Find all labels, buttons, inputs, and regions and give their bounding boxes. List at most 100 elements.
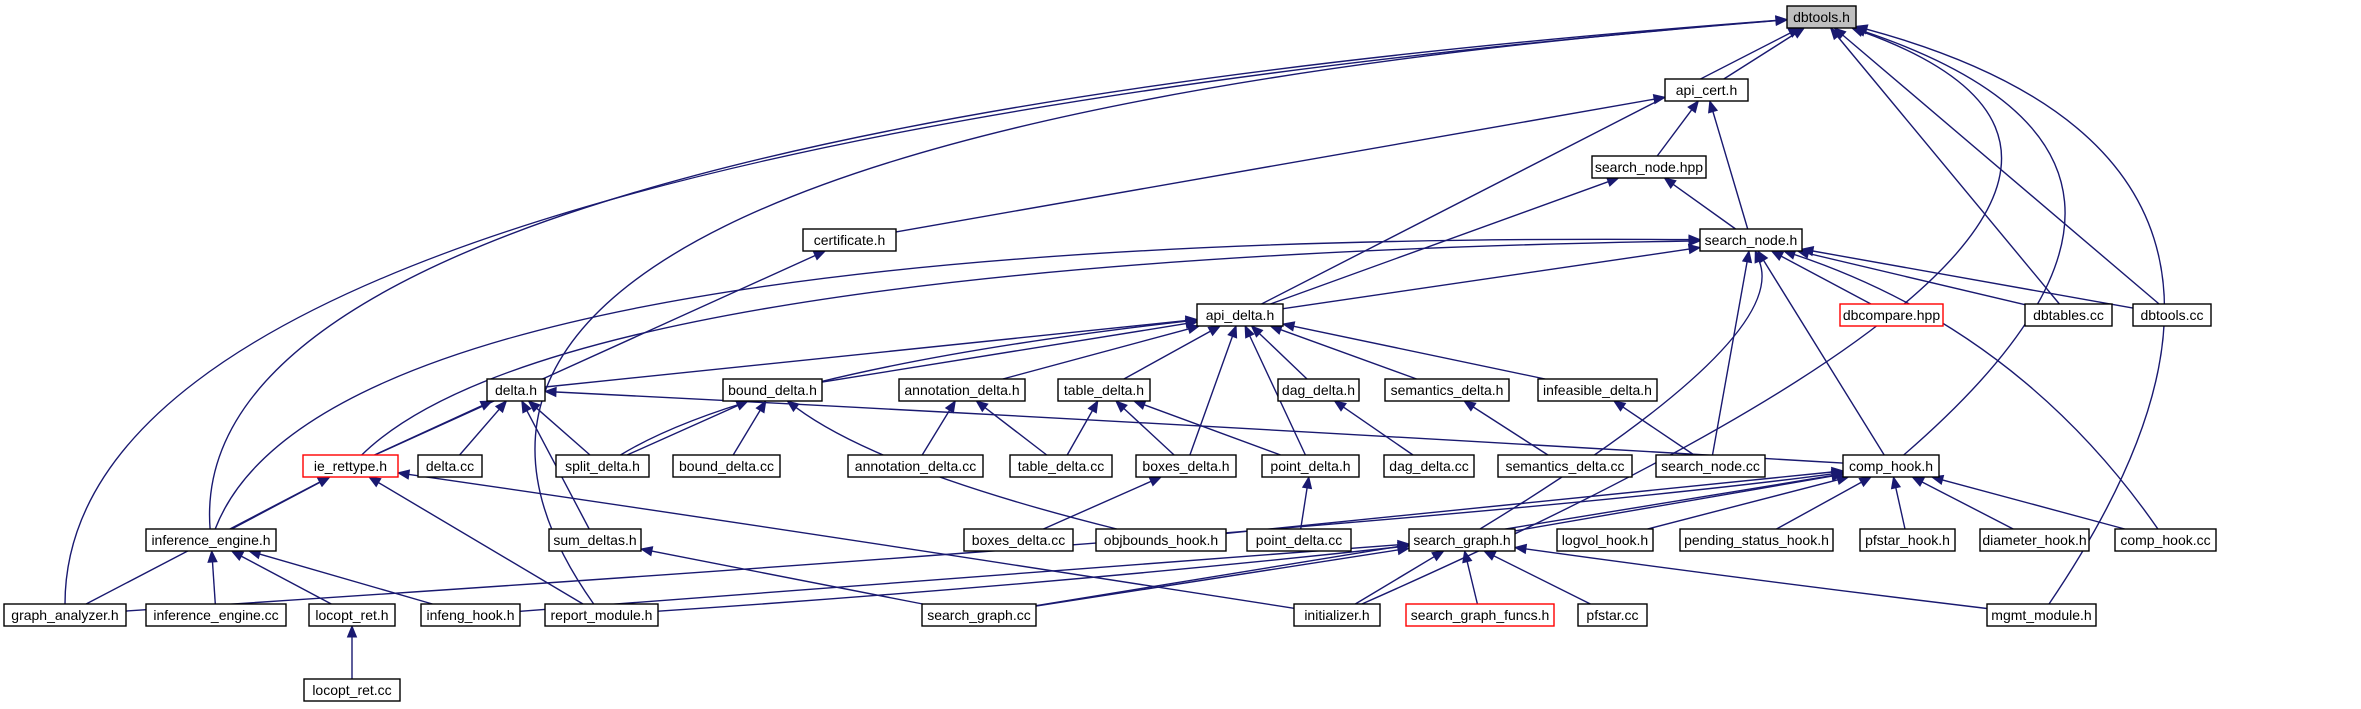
node-box <box>1537 378 1658 402</box>
node-label: point_delta.cc <box>1256 532 1342 548</box>
node-search-graph-funcs-h[interactable]: search_graph_funcs.h <box>1405 603 1555 627</box>
node-bound-delta-cc[interactable]: bound_delta.cc <box>672 454 781 478</box>
edge-infeasible-delta-h-to-api-delta-h <box>1281 321 1546 380</box>
node-report-module-h[interactable]: report_module.h <box>544 603 659 627</box>
node-locopt-ret-cc[interactable]: locopt_ret.cc <box>303 678 401 702</box>
arrowhead <box>1087 399 1099 414</box>
edge-line <box>519 544 1399 612</box>
node-boxes-delta-cc[interactable]: boxes_delta.cc <box>963 528 1074 552</box>
node-table-delta-cc[interactable]: table_delta.cc <box>1009 454 1113 478</box>
arrowhead <box>1890 475 1902 490</box>
edge-line <box>1354 556 1435 605</box>
node-initializer-h[interactable]: initializer.h <box>1293 603 1381 627</box>
node-diameter-hook-h[interactable]: diameter_hook.h <box>1979 528 2090 552</box>
node-box <box>420 603 521 627</box>
node-label: dag_delta.h <box>1282 382 1355 398</box>
edge-line <box>1293 325 1546 380</box>
node-pending-status-hook-h[interactable]: pending_status_hook.h <box>1679 528 1834 552</box>
arrowhead <box>1612 400 1627 412</box>
node-point-delta-h[interactable]: point_delta.h <box>1261 454 1360 478</box>
node-infeng-hook-h[interactable]: infeng_hook.h <box>420 603 521 627</box>
node-sum-deltas-h[interactable]: sum_deltas.h <box>548 528 642 552</box>
node-dbtools-cc[interactable]: dbtools.cc <box>2132 303 2212 327</box>
edge-line <box>984 407 1048 456</box>
node-graph-analyzer-h[interactable]: graph_analyzer.h <box>3 603 127 627</box>
node-dbcompare-hpp[interactable]: dbcompare.hpp <box>1839 303 1944 327</box>
node-label: boxes_delta.cc <box>972 532 1065 548</box>
edge-split-delta-h-to-bound-delta-h <box>626 400 750 456</box>
node-semantics-delta-h[interactable]: semantics_delta.h <box>1384 378 1510 402</box>
node-boxes-delta-h[interactable]: boxes_delta.h <box>1135 454 1237 478</box>
node-box <box>1405 603 1555 627</box>
node-mgmt-module-h[interactable]: mgmt_module.h <box>1986 603 2097 627</box>
edge-line <box>214 238 1690 530</box>
node-table-delta-h[interactable]: table_delta.h <box>1057 378 1151 402</box>
node-delta-h[interactable]: delta.h <box>486 378 546 402</box>
edge-line <box>1776 481 1862 530</box>
arrowhead <box>1333 400 1347 412</box>
edge-bound-delta-h-to-api-delta-h <box>821 318 1199 383</box>
node-label: dbtables.cc <box>2033 307 2104 323</box>
edge-line <box>1711 261 1748 456</box>
node-point-delta-cc[interactable]: point_delta.cc <box>1246 528 1352 552</box>
node-pfstar-cc[interactable]: pfstar.cc <box>1577 603 1648 627</box>
node-annotation-delta-h[interactable]: annotation_delta.h <box>898 378 1026 402</box>
node-box <box>3 603 127 627</box>
node-label: delta.h <box>495 382 537 398</box>
edge-ie-rettype-h-to-search-node-h <box>361 235 1702 456</box>
node-inference-engine-h[interactable]: inference_engine.h <box>145 528 277 552</box>
edge-table-delta-cc-to-annotation-delta-h <box>975 400 1048 456</box>
edge-pfstar-cc-to-search-graph-h <box>1482 550 1591 605</box>
node-bound-delta-h[interactable]: bound_delta.h <box>722 378 823 402</box>
arrowhead <box>1186 323 1201 335</box>
arrowhead <box>639 546 654 557</box>
node-dbtools-h[interactable]: dbtools.h <box>1786 5 1857 29</box>
node-box <box>1699 228 1803 252</box>
node-annotation-delta-cc[interactable]: annotation_delta.cc <box>847 454 984 478</box>
edge-line <box>1123 407 1175 456</box>
node-search-graph-h[interactable]: search_graph.h <box>1408 528 1516 552</box>
edge-line <box>620 320 1187 456</box>
edge-line <box>1143 404 1281 456</box>
node-comp-hook-cc[interactable]: comp_hook.cc <box>2114 528 2217 552</box>
node-search-node-cc[interactable]: search_node.cc <box>1655 454 1766 478</box>
node-infeasible-delta-h[interactable]: infeasible_delta.h <box>1537 378 1658 402</box>
node-dbtables-cc[interactable]: dbtables.cc <box>2024 303 2113 327</box>
node-split-delta-h[interactable]: split_delta.h <box>555 454 650 478</box>
edge-line <box>1259 333 1308 380</box>
node-label: semantics_delta.h <box>1391 382 1504 398</box>
arrowhead <box>367 476 382 488</box>
node-search-node-h[interactable]: search_node.h <box>1699 228 1803 252</box>
edge-line <box>1712 111 1749 230</box>
edge-search-node-h-to-search-node-hpp <box>1663 177 1737 230</box>
node-comp-hook-h[interactable]: comp_hook.h <box>1842 454 1940 478</box>
node-api-delta-h[interactable]: api_delta.h <box>1196 303 1284 327</box>
edge-api-delta-h-to-search-node-h <box>1282 243 1702 310</box>
node-certificate-h[interactable]: certificate.h <box>802 228 897 252</box>
node-logvol-hook-h[interactable]: logvol_hook.h <box>1556 528 1654 552</box>
edge-dag-delta-cc-to-dag-delta-h <box>1333 400 1414 456</box>
node-ie-rettype-h[interactable]: ie_rettype.h <box>302 454 399 478</box>
node-dag-delta-h[interactable]: dag_delta.h <box>1277 378 1360 402</box>
node-locopt-ret-h[interactable]: locopt_ret.h <box>308 603 396 627</box>
edge-line <box>1493 555 1591 605</box>
node-label: certificate.h <box>814 232 886 248</box>
edge-line <box>211 561 216 605</box>
arrowhead <box>735 400 750 411</box>
node-semantics-delta-cc[interactable]: semantics_delta.cc <box>1497 454 1633 478</box>
node-dag-delta-cc[interactable]: dag_delta.cc <box>1383 454 1475 478</box>
node-delta-cc[interactable]: delta.cc <box>417 454 483 478</box>
node-box <box>1786 5 1857 29</box>
node-pfstar-hook-h[interactable]: pfstar_hook.h <box>1859 528 1956 552</box>
edge-ie-rettype-h-to-delta-h <box>374 400 494 456</box>
node-search-graph-cc[interactable]: search_graph.cc <box>921 603 1037 627</box>
node-objbounds-hook-h[interactable]: objbounds_hook.h <box>1095 528 1227 552</box>
node-inference-engine-cc[interactable]: inference_engine.cc <box>145 603 287 627</box>
node-box <box>1277 378 1360 402</box>
node-search-node-hpp[interactable]: search_node.hpp <box>1591 155 1707 179</box>
node-api-cert-h[interactable]: api_cert.h <box>1664 78 1749 102</box>
arrowhead <box>1431 550 1445 562</box>
node-box <box>1655 454 1766 478</box>
node-label: pfstar_hook.h <box>1865 532 1950 548</box>
node-label: dbtools.h <box>1793 9 1850 25</box>
